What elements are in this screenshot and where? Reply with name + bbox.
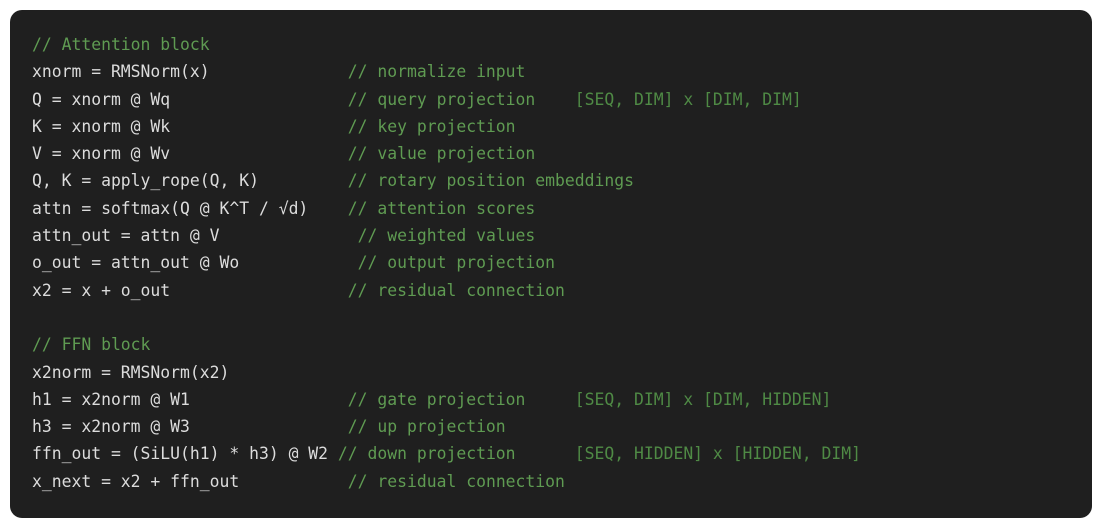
code-gap [170,117,348,136]
shape-annotation: [SEQ, DIM] x [DIM, DIM] [574,89,802,109]
code-gap [535,90,574,109]
code-comment: // Attention block [32,35,210,54]
code-gap [516,444,575,463]
code-comment: // output projection [357,253,556,273]
code-line: attn = softmax(Q @ K^T / √d) // attentio… [32,195,1070,222]
code-line: xnorm = RMSNorm(x) // normalize input [32,58,1070,85]
code-line: Q = xnorm @ Wq // query projection [SEQ,… [32,86,1070,113]
code-comment: // query projection [347,89,536,109]
code-block-panel: // Attention block xnorm = RMSNorm(x) // … [10,10,1092,518]
code-comment: // FFN block [32,335,151,355]
code-comment: // key projection [347,116,516,136]
code-statement: x2 = x + o_out [32,280,171,300]
code-line [32,304,1070,331]
code-comment: // normalize input [347,62,526,82]
code-gap [190,417,348,436]
code-content[interactable]: // Attention block xnorm = RMSNorm(x) // … [32,31,1070,495]
code-line: Q, K = apply_rope(Q, K) // rotary positi… [32,167,1070,194]
code-gap [239,472,348,491]
code-gap [170,281,348,300]
code-line: // Attention block [32,31,1070,58]
code-line: K = xnorm @ Wk // key projection [32,113,1070,140]
code-line: h3 = x2norm @ W3 // up projection [32,413,1070,440]
code-statement: xnorm = RMSNorm(x) [32,62,210,82]
code-gap [308,199,347,218]
code-statement: K = xnorm @ Wk [32,116,171,136]
code-comment: // weighted values [357,226,536,246]
code-comment: // gate projection [347,389,526,409]
code-line: V = xnorm @ Wv // value projection [32,140,1070,167]
code-comment: // attention scores [347,198,536,218]
code-gap [259,171,348,190]
code-comment: // up projection [347,417,506,437]
code-statement: attn = softmax(Q @ K^T / √d) [32,198,309,218]
code-comment: // residual connection [347,471,565,491]
code-gap [328,444,338,463]
code-statement: h1 = x2norm @ W1 [32,389,190,409]
code-line: h1 = x2norm @ W1 // gate projection [SEQ… [32,386,1070,413]
code-statement: o_out = attn_out @ Wo [32,253,240,273]
code-statement: x_next = x2 + ffn_out [32,471,240,491]
code-gap [190,390,348,409]
shape-annotation: [SEQ, DIM] x [DIM, HIDDEN] [574,389,832,409]
code-line: ffn_out = (SiLU(h1) * h3) @ W2 // down p… [32,440,1070,467]
code-comment: // residual connection [347,280,565,300]
code-comment: // value projection [347,144,536,164]
code-comment: // rotary position embeddings [347,171,634,191]
code-statement: h3 = x2norm @ W3 [32,417,190,437]
code-statement: ffn_out = (SiLU(h1) * h3) @ W2 [32,444,329,464]
code-line: o_out = attn_out @ Wo // output projecti… [32,249,1070,276]
code-statement: attn_out = attn @ V [32,226,220,246]
code-statement: Q = xnorm @ Wq [32,89,171,109]
code-line: x2 = x + o_out // residual connection [32,277,1070,304]
code-gap [170,90,348,109]
code-statement: Q, K = apply_rope(Q, K) [32,171,259,191]
code-gap [239,253,357,272]
code-statement: x2norm = RMSNorm(x2) [32,362,230,382]
code-gap [220,226,358,245]
code-statement: V = xnorm @ Wv [32,144,171,164]
code-line: x2norm = RMSNorm(x2) [32,359,1070,386]
code-line: attn_out = attn @ V // weighted values [32,222,1070,249]
code-gap [170,144,348,163]
code-line: x_next = x2 + ffn_out // residual connec… [32,468,1070,495]
shape-annotation: [SEQ, HIDDEN] x [HIDDEN, DIM] [574,444,861,464]
code-gap [210,62,348,81]
code-comment: // down projection [337,444,516,464]
code-gap [525,390,574,409]
code-line: // FFN block [32,331,1070,358]
